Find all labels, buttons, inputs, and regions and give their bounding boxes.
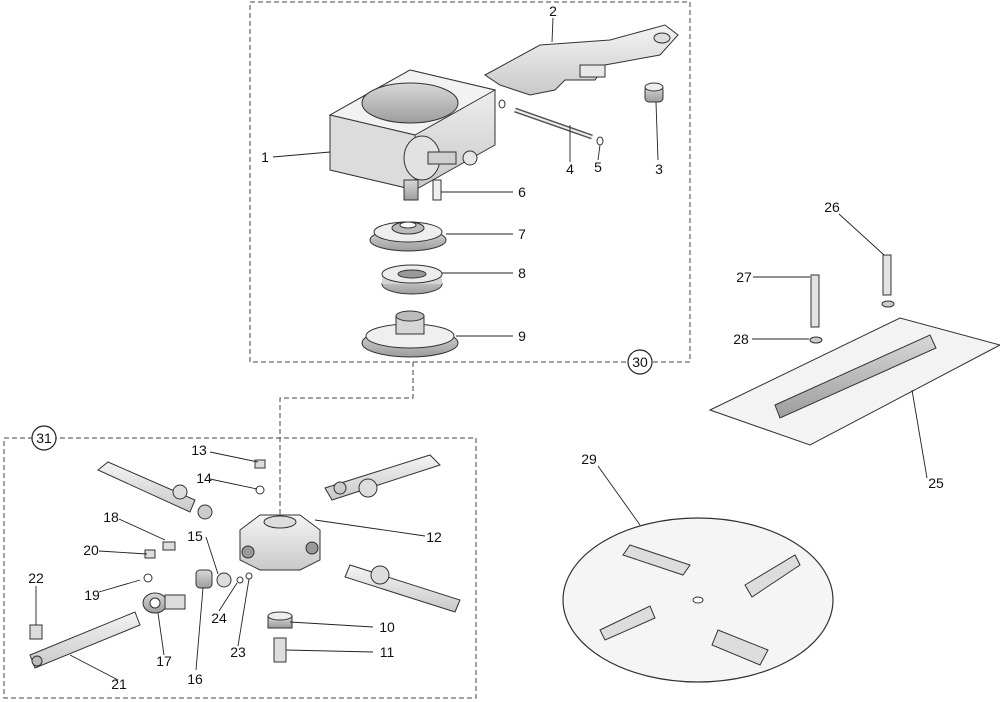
shaft-seal: [369, 221, 447, 252]
lever-arm: [484, 24, 679, 96]
bushing: [644, 82, 664, 103]
callout-labels: 1 2 3 4 5 6 7 8 9 10 11 12 13 14 15 16 1…: [28, 3, 944, 692]
callout-8: 8: [518, 265, 526, 281]
callout-27: 27: [736, 269, 752, 285]
spider-hub: [239, 514, 321, 571]
socket-bolt: [273, 637, 287, 663]
washer: [809, 336, 823, 344]
trowel-arm-upper-left: [97, 461, 213, 520]
callout-26: 26: [824, 199, 840, 215]
trowel-arm-lower-right: [344, 564, 461, 613]
spacer: [267, 611, 293, 629]
callout-25: 25: [928, 475, 944, 491]
nut: [143, 573, 153, 583]
arm-washer: [216, 572, 232, 588]
callout-13: 13: [191, 442, 207, 458]
callout-20: 20: [83, 542, 99, 558]
group-31-label: 31: [36, 430, 52, 446]
group-connector-line: [279, 362, 414, 526]
arm-clamp: [142, 592, 186, 614]
callout-18: 18: [103, 509, 119, 525]
retaining-clip: [596, 136, 604, 146]
callout-24: 24: [211, 610, 227, 626]
lock-washer: [255, 485, 265, 495]
hex-bolt-long: [882, 254, 892, 296]
carriage-bolt: [162, 541, 176, 551]
callout-1: 1: [261, 149, 269, 165]
hex-bolt-short: [810, 274, 820, 328]
callout-9: 9: [518, 328, 526, 344]
callout-15: 15: [187, 528, 203, 544]
group-30-badge: 30: [627, 349, 653, 375]
callout-29: 29: [581, 451, 597, 467]
washer: [881, 300, 895, 308]
small-nut: [236, 576, 244, 584]
trowel-arm-upper-right: [324, 454, 441, 501]
arm-bushing: [195, 569, 213, 589]
small-washer: [245, 572, 253, 580]
callout-5: 5: [594, 159, 602, 175]
trowel-arm-lower-left: [29, 611, 141, 669]
callout-23: 23: [230, 644, 246, 660]
callout-3: 3: [655, 161, 663, 177]
callout-6: 6: [518, 184, 526, 200]
callout-7: 7: [518, 226, 526, 242]
callout-2: 2: [549, 3, 557, 19]
callout-4: 4: [566, 161, 574, 177]
group-30-frame: [249, 1, 691, 363]
callout-21: 21: [111, 676, 127, 692]
leader-lines: [35, 17, 928, 681]
float-pan: [562, 517, 834, 683]
callout-12: 12: [426, 529, 442, 545]
drive-hub: [361, 310, 459, 358]
callout-22: 22: [28, 570, 44, 586]
bolt-head: [254, 459, 266, 469]
shaft-key: [432, 179, 442, 201]
group-31-badge: 31: [31, 425, 57, 451]
callout-17: 17: [156, 653, 172, 669]
callout-19: 19: [84, 587, 100, 603]
bearing: [381, 264, 443, 295]
arm-bolt: [29, 624, 43, 640]
group-30-label: 30: [632, 354, 648, 370]
combination-blade: [708, 317, 1000, 446]
callout-28: 28: [733, 331, 749, 347]
callout-14: 14: [196, 470, 212, 486]
callout-10: 10: [379, 619, 395, 635]
gearbox-housing: [328, 69, 497, 201]
callout-16: 16: [187, 671, 203, 687]
group-31-frame: [3, 437, 477, 699]
callout-11: 11: [380, 644, 395, 660]
retaining-clip: [498, 99, 506, 109]
